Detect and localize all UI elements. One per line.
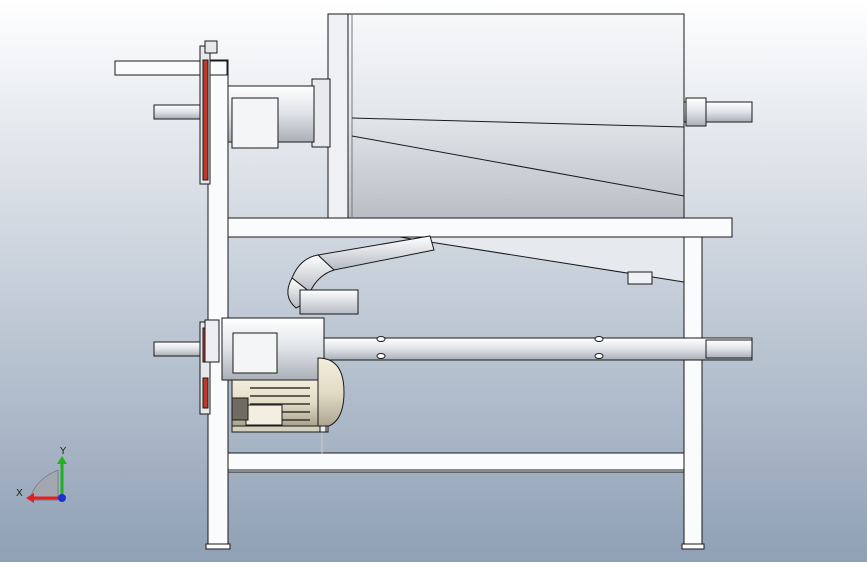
frame-left-leg-foot	[205, 543, 231, 550]
motor	[231, 357, 345, 454]
upper-bearing-block	[231, 97, 279, 149]
frame-right-leg-foot	[681, 543, 705, 550]
shaft-hole-4	[594, 353, 604, 359]
frame-top-platform	[227, 217, 733, 238]
lower-shaft-assembly	[153, 317, 753, 381]
axis-triad: Y X	[16, 446, 67, 503]
axis-x-label: X	[16, 488, 23, 499]
hopper-outlet	[627, 271, 653, 285]
discharge-pipe	[287, 235, 435, 315]
discharge-outlet	[299, 289, 359, 315]
drum-assembly	[153, 13, 753, 219]
drum-flange	[327, 13, 349, 219]
shaft-hole-2	[376, 353, 386, 359]
frame-lower-rail	[227, 469, 685, 473]
lower-shaft	[321, 337, 753, 361]
motor-terminal-box	[245, 404, 283, 426]
drum-body	[335, 13, 685, 219]
drum-right-shaft-collar	[685, 97, 707, 127]
shaft-hole-3	[594, 336, 604, 342]
frame-left-leg	[207, 59, 229, 549]
frame-top-bracket	[114, 60, 228, 76]
shaft-hole-1	[376, 336, 386, 342]
frame-right-leg	[683, 235, 703, 549]
lower-pulley	[199, 319, 220, 415]
axis-y-label: Y	[59, 446, 67, 457]
frame	[114, 59, 733, 550]
frame-mid-rail	[227, 452, 685, 471]
motor-base	[231, 425, 329, 433]
lower-bearing-block	[232, 332, 278, 374]
upper-pulley	[199, 40, 218, 185]
